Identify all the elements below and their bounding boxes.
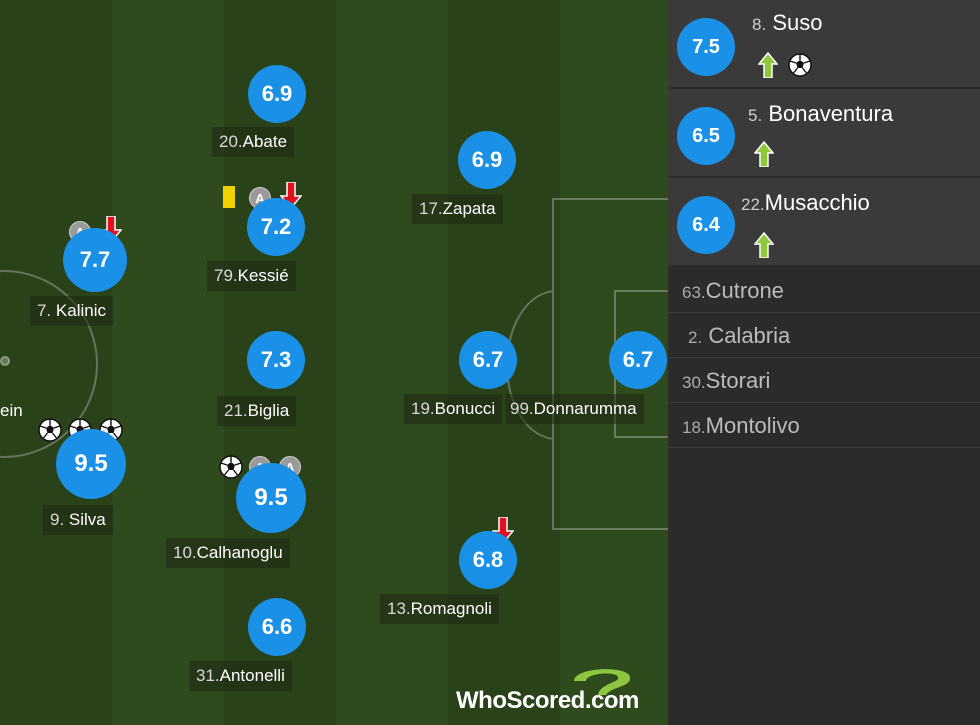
player-name-biglia[interactable]: 21.Biglia [217,396,297,426]
player-name-kalinic[interactable]: 7. Kalinic [30,296,113,326]
player-name: Kessié [237,266,289,285]
bench-number: 2. [688,328,703,347]
player-name: Silva [68,510,106,529]
bench-name: Cutrone [705,278,784,303]
player-name: Antonelli [219,666,285,685]
player-name-kessie[interactable]: 79.Kessié [207,261,296,291]
player-name: Romagnoli [410,599,492,618]
player-name: Bonucci [434,399,496,418]
player-name-silva[interactable]: 9. Silva [43,505,113,535]
sub-rating-suso: 7.5 [677,18,735,76]
sub-number: 22. [741,195,765,214]
sub-name-text: Bonaventura [768,101,894,126]
player-name: Calhanoglu [196,543,283,562]
logo-text-who: WhoScored [456,687,585,714]
sub-on-arrow-icon [754,141,774,167]
player-number: 10. [173,543,197,562]
player-name-bonucci[interactable]: 19.Bonucci [404,394,503,424]
player-rating-kessie[interactable]: 7.2 [247,198,305,256]
player-rating-kalinic[interactable]: 7.7 [63,228,127,292]
bench-name: Storari [705,368,771,393]
player-number: 31. [196,666,220,685]
player-number: 13. [387,599,411,618]
whoscored-logo: WhoScored.com [456,665,661,723]
bench-row[interactable]: 18.Montolivo [668,403,980,448]
player-number: 19. [411,399,435,418]
logo-question-mark-icon [574,669,631,695]
sub-name: 22.Musacchio [741,190,870,216]
player-number: 20. [219,132,243,151]
sub-name-text: Musacchio [764,190,870,215]
player-name: Abate [242,132,288,151]
substitute-row[interactable]: 6.4 22.Musacchio [668,178,980,267]
player-name-zapata[interactable]: 17.Zapata [412,194,503,224]
bench-name: Montolivo [705,413,800,438]
player-name-donnarumma[interactable]: 99.Donnarumma [506,394,644,424]
substitutes-panel: 7.5 8. Suso 6.5 5. Bonaventura 6.4 22.Mu… [668,0,980,725]
bench-row[interactable]: 63.Cutrone [668,268,980,313]
player-name: Kalinic [55,301,106,320]
player-number: 79. [214,266,238,285]
player-number: 9. [50,510,69,529]
player-number: 7. [37,301,56,320]
player-rating-calhanoglu[interactable]: 9.5 [236,463,306,533]
sub-name-text: Suso [772,10,823,35]
substitute-row[interactable]: 7.5 8. Suso [668,0,980,89]
player-rating-abate[interactable]: 6.9 [248,65,306,123]
logo-text-com: .com [584,687,640,714]
goal-ball-icon [788,53,812,77]
sub-rating-musacchio: 6.4 [677,196,735,254]
player-name: Donnarumma [533,399,637,418]
bench-row[interactable]: 30.Storari [668,358,980,403]
player-number: 17. [419,199,443,218]
sub-on-arrow-icon [758,52,778,78]
player-number: 21. [224,401,248,420]
sub-name: 5. Bonaventura [748,101,893,127]
player-name: Zapata [442,199,496,218]
sub-number: 8. [752,15,767,34]
player-rating-antonelli[interactable]: 6.6 [248,598,306,656]
sub-number: 5. [748,106,763,125]
player-rating-bonucci[interactable]: 6.7 [459,331,517,389]
center-spot [0,356,10,366]
substitute-row[interactable]: 6.5 5. Bonaventura [668,89,980,178]
bench-number: 63. [682,283,706,302]
bench-number: 18. [682,418,706,437]
player-rating-zapata[interactable]: 6.9 [458,131,516,189]
sub-on-arrow-icon [754,232,774,258]
sub-rating-bonaventura: 6.5 [677,107,735,165]
player-rating-biglia[interactable]: 7.3 [247,331,305,389]
bench-number: 30. [682,373,706,392]
player-rating-silva[interactable]: 9.5 [56,429,126,499]
player-rating-romagnoli[interactable]: 6.8 [459,531,517,589]
player-name-calhanoglu[interactable]: 10.Calhanoglu [166,538,290,568]
goal-ball-icon [38,418,62,442]
penalty-box [552,198,668,530]
player-number: 99. [510,399,534,418]
goal-ball-icon [219,455,243,479]
pitch: ein 6.9 20.Abate 6.9 17.Zapata A 7.2 79.… [0,0,668,725]
logo-text: WhoScored.com [456,687,639,715]
player-name-antonelli[interactable]: 31.Antonelli [189,661,292,691]
bench-row[interactable]: 2. Calabria [668,313,980,358]
player-name-romagnoli[interactable]: 13.Romagnoli [380,594,499,624]
bench-name: Calabria [708,323,791,348]
yellow-card-icon [223,186,235,208]
player-name-cutoff: ein [0,401,23,420]
player-name-abate[interactable]: 20.Abate [212,127,295,157]
sub-name: 8. Suso [752,10,822,36]
player-rating-donnarumma[interactable]: 6.7 [609,331,667,389]
player-name: Biglia [247,401,290,420]
